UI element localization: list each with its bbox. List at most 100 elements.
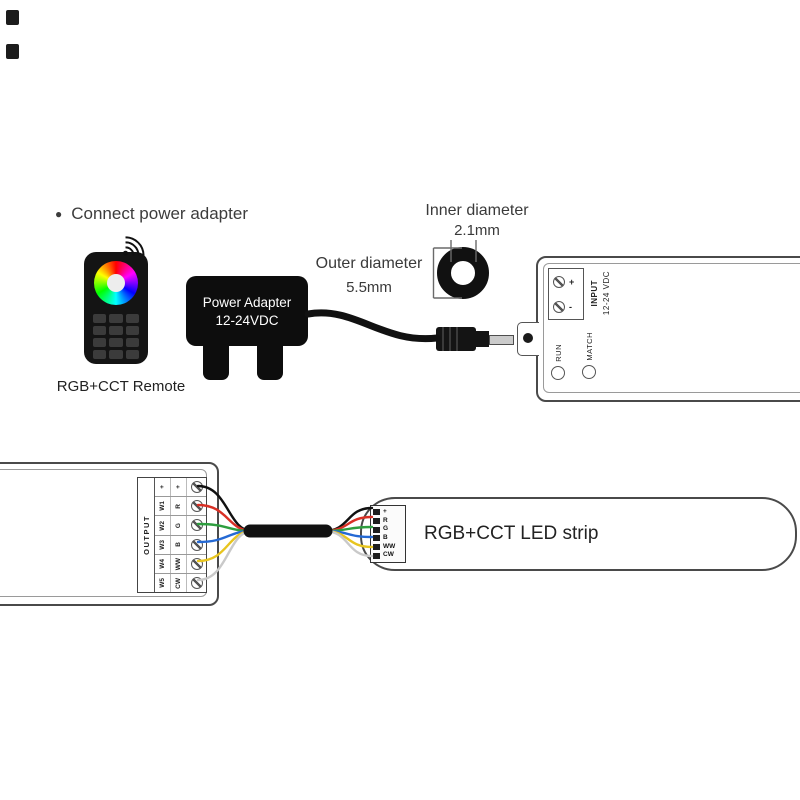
strip-pin: G [373, 526, 403, 533]
plug-cross-section [437, 247, 489, 299]
input-labels: INPUT 12-24 VDC [590, 266, 611, 320]
remote-key [93, 314, 107, 323]
strip-pin: WW [373, 542, 403, 551]
power-adapter: Power Adapter 12-24VDC [186, 276, 308, 346]
color-wheel [94, 261, 138, 305]
strip-connector: + R G B WW CW [370, 505, 406, 563]
match-button [582, 364, 596, 379]
channel-label: W3 [159, 539, 166, 550]
output-terminal-block: OUTPUT + + W1 R W2 G [137, 477, 207, 593]
power-cable [304, 309, 441, 343]
screw-terminal [191, 481, 203, 494]
terminal-row: + + [155, 478, 206, 498]
remote-key [109, 326, 123, 335]
function-label: + [175, 485, 182, 489]
dc-jack [517, 322, 539, 356]
output-terminal-rows: + + W1 R W2 G W3 B [155, 478, 206, 593]
dc-plug-collar [476, 331, 489, 347]
outer-diameter-value: 5.5mm [346, 279, 392, 296]
adapter-prong-left [203, 342, 229, 380]
screw-terminal [553, 300, 565, 313]
bullet-icon: ● [55, 207, 63, 221]
adapter-name: Power Adapter [202, 294, 292, 310]
dc-plug-tip [489, 335, 514, 345]
remote-key [109, 338, 123, 347]
screw-terminal [191, 500, 203, 513]
wire-coolwhite [196, 529, 374, 582]
channel-label: W5 [159, 578, 166, 588]
function-label: CW [175, 577, 182, 589]
strip-label: RGB+CCT LED strip [424, 523, 599, 544]
channel-label: W1 [159, 501, 166, 512]
terminal-plus-label: + [569, 276, 575, 287]
wire-green [196, 522, 374, 533]
wire-blue [196, 529, 374, 544]
pin-pad [373, 526, 380, 533]
output-label-column: OUTPUT [138, 478, 155, 592]
screw-terminal [191, 538, 203, 551]
inner-diameter-value: 2.1mm [454, 222, 500, 239]
wire-plus [196, 484, 374, 533]
adapter-voltage: 12-24VDC [215, 312, 279, 328]
remote-key [93, 326, 107, 335]
run-led [551, 365, 565, 380]
pin-pad [373, 543, 380, 550]
channel-label: W2 [159, 520, 166, 531]
pin-pad [373, 518, 380, 525]
pin-pad [373, 509, 380, 516]
remote-key [109, 350, 123, 359]
screw-terminal [553, 275, 565, 288]
output-controller: OUTPUT + + W1 R W2 G [0, 462, 219, 606]
strip-pin: + [373, 509, 403, 516]
screw-terminal [191, 557, 203, 570]
output-label: OUTPUT [141, 515, 151, 555]
pin-label: G [383, 525, 389, 533]
pin-label: + [383, 508, 387, 516]
remote-key [125, 326, 139, 335]
input-voltage-label: 12-24 VDC [602, 270, 611, 316]
screw-terminal [191, 576, 203, 589]
remote-key [125, 338, 139, 347]
remote-key [125, 314, 139, 323]
outer-diameter-label: Outer diameter [315, 255, 423, 272]
input-terminal-block: + - [548, 268, 584, 320]
section-heading-text: Connect power adapter [71, 204, 248, 223]
led-strip: + R G B WW CW RGB+CCT LED strip [360, 497, 797, 571]
run-label: RUN [553, 344, 563, 362]
cropped-icon [6, 44, 19, 59]
terminal-row: W5 CW [155, 573, 206, 593]
cropped-icon [6, 10, 19, 25]
dc-jack-hole [523, 333, 533, 343]
remote-key [93, 350, 107, 359]
wire-red [196, 503, 374, 533]
terminal-row: W1 R [155, 497, 206, 517]
pin-label: CW [383, 551, 394, 559]
function-label: R [175, 503, 182, 509]
remote-device [84, 252, 148, 364]
remote-key [93, 338, 107, 347]
channel-label: W4 [159, 558, 166, 569]
strip-pin: B [373, 535, 403, 542]
channel-label: + [159, 485, 166, 489]
pin-label: WW [383, 542, 396, 550]
adapter-prong-right [257, 342, 283, 380]
output-wires [196, 484, 374, 582]
strip-pin: CW [373, 552, 403, 559]
remote-key [125, 350, 139, 359]
match-button-group: MATCH [582, 332, 596, 379]
pin-label: R [383, 516, 388, 524]
function-label: WW [175, 557, 182, 570]
remote-label: RGB+CCT Remote [56, 378, 186, 395]
remote-key [109, 314, 123, 323]
remote-keypad [93, 314, 139, 359]
terminal-row: W3 B [155, 535, 206, 555]
pin-pad [373, 535, 380, 542]
terminal-minus-label: - [569, 301, 572, 312]
input-label: INPUT [590, 279, 599, 307]
pin-label: B [383, 534, 388, 542]
function-label: G [175, 522, 182, 528]
strip-pin: R [373, 516, 403, 525]
inner-diameter-label: Inner diameter [425, 202, 529, 219]
controller-face [543, 263, 800, 393]
